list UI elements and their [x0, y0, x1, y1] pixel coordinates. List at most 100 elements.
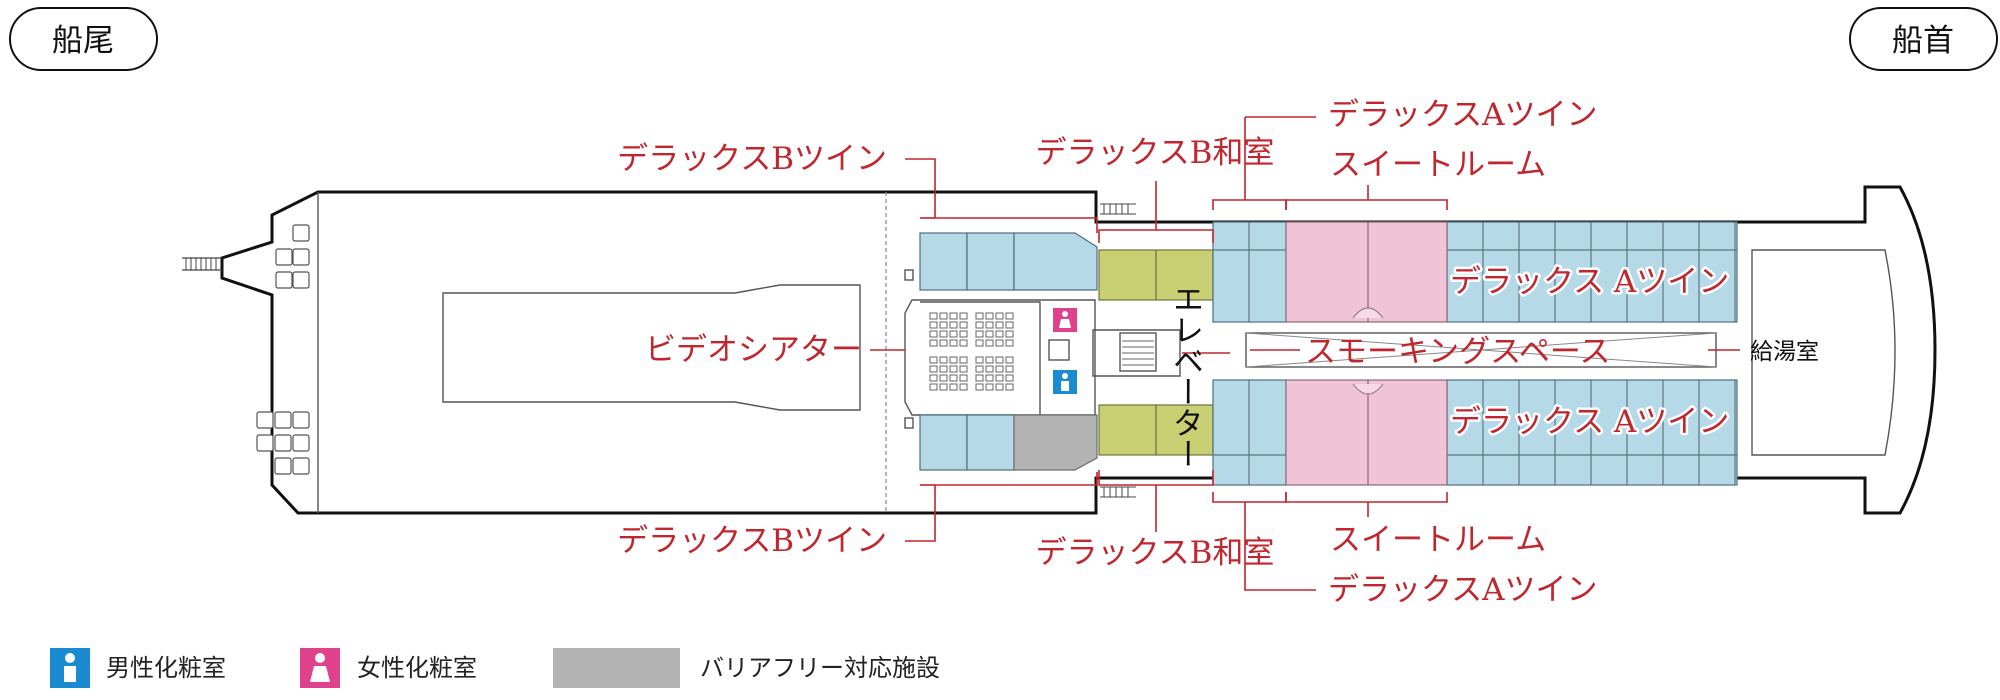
stern-deck: [317, 192, 887, 513]
theater-seat: [975, 339, 984, 347]
theater-seat: [939, 330, 948, 338]
deluxe-a-twin-inside-bottom-label: デラックス Aツイン: [1450, 404, 1729, 440]
deluxe-a-twin-bottom-label: デラックスAツイン: [1328, 572, 1597, 608]
deluxe-b-washitsu-top-label: デラックスB和室: [1036, 135, 1275, 171]
central-corridor: [904, 299, 1096, 416]
theater-seat: [939, 365, 948, 373]
theater-seat: [959, 356, 968, 364]
stairwell: [1092, 329, 1181, 377]
theater-seat: [939, 321, 948, 329]
suite-top-label: スイートルーム: [1330, 147, 1546, 183]
theater-seat: [985, 339, 994, 347]
theater-seat: [985, 356, 994, 364]
theater-seat: [995, 321, 1004, 329]
elevator-label: エレベーター: [1167, 283, 1203, 469]
theater-seat: [995, 339, 1004, 347]
leader-lines: [870, 116, 1740, 591]
deluxe-b-twin-top-rooms: [919, 232, 1098, 291]
theater-seat: [939, 339, 948, 347]
stern-label: 船尾: [52, 23, 114, 59]
bow-area: [1751, 249, 1896, 456]
theater-seat: [929, 321, 938, 329]
theater-seat: [939, 356, 948, 364]
theater-seat: [1005, 321, 1014, 329]
theater-seat: [985, 383, 994, 391]
womens-restroom-icon: [1053, 308, 1077, 332]
bow-badge: 船首: [1849, 7, 1998, 71]
theater-seat: [995, 383, 1004, 391]
bottom-gangway: [1100, 486, 1136, 498]
kyuto-room-label: 給湯室: [1750, 339, 1819, 365]
pillar: [904, 417, 914, 429]
legend-mens-icon: [50, 648, 90, 688]
mens-restroom-icon: [1053, 370, 1077, 394]
theater-seat: [939, 312, 948, 320]
theater-seat: [975, 312, 984, 320]
theater-seat: [985, 365, 994, 373]
theater-seats-top: [929, 312, 1014, 347]
deluxe-b-washitsu-bottom-label: デラックスB和室: [1036, 535, 1275, 571]
theater-seat: [975, 374, 984, 382]
legend-barrier-free-label: バリアフリー対応施設: [700, 654, 940, 682]
suite-bottom-label: スイートルーム: [1330, 522, 1546, 558]
theater-seat: [1005, 356, 1014, 364]
theater-seat: [995, 365, 1004, 373]
theater-seat: [949, 339, 958, 347]
theater-seat: [1005, 312, 1014, 320]
legend-barrier-free-swatch: [553, 648, 680, 688]
theater-seat: [929, 339, 938, 347]
theater-seat: [959, 339, 968, 347]
theater-seat: [975, 330, 984, 338]
theater-seat: [929, 356, 938, 364]
theater-seat: [975, 356, 984, 364]
legend: 男性化粧室 女性化粧室 バリアフリー対応施設: [50, 648, 940, 688]
deluxe-b-twin-top-label: デラックスBツイン: [617, 141, 887, 177]
stern-gangway: [182, 257, 222, 271]
theater-seat: [995, 374, 1004, 382]
theater-seat: [985, 312, 994, 320]
legend-womens-label: 女性化粧室: [357, 654, 477, 682]
pillar: [904, 269, 914, 281]
theater-seat: [949, 374, 958, 382]
deluxe-b-washitsu-top-rooms: [1098, 249, 1214, 301]
theater-seat: [929, 383, 938, 391]
theater-seat: [1005, 383, 1014, 391]
theater-seat: [949, 330, 958, 338]
theater-seat: [929, 312, 938, 320]
smoking-space-label: スモーキングスペース: [1305, 334, 1610, 370]
theater-seat: [929, 374, 938, 382]
theater-seat: [959, 321, 968, 329]
video-theater-label: ビデオシアター: [645, 332, 862, 368]
theater-seat: [995, 330, 1004, 338]
theater-seat: [985, 330, 994, 338]
theater-seat: [959, 365, 968, 373]
deluxe-a-twin-top-rooms: [1212, 221, 1738, 323]
suite-bottom-rooms: [1285, 379, 1448, 486]
deluxe-b-washitsu-bottom-rooms: [1098, 404, 1214, 456]
theater-seat: [949, 383, 958, 391]
theater-seat: [1005, 365, 1014, 373]
theater-seats-bottom: [929, 356, 1014, 391]
theater-seat: [929, 330, 938, 338]
theater-seat: [975, 383, 984, 391]
restroom-entry: [1048, 339, 1070, 361]
theater-seat: [959, 330, 968, 338]
theater-seat: [949, 312, 958, 320]
bow-label: 船首: [1892, 23, 1954, 59]
theater-seat: [1005, 330, 1014, 338]
suite-top-rooms: [1285, 221, 1448, 323]
theater-seat: [1005, 374, 1014, 382]
theater-seat: [995, 356, 1004, 364]
deluxe-a-twin-inside-top-label: デラックス Aツイン: [1450, 264, 1729, 300]
deluxe-b-twin-bottom-rooms: [919, 414, 1098, 471]
legend-mens-label: 男性化粧室: [106, 654, 226, 682]
theater-seat: [939, 383, 948, 391]
deluxe-a-twin-top-label: デラックスAツイン: [1328, 97, 1597, 133]
theater-seat: [959, 312, 968, 320]
theater-seat: [985, 321, 994, 329]
theater-seat: [985, 374, 994, 382]
theater-seat: [959, 374, 968, 382]
stern-lockers-bottom: [256, 411, 310, 475]
theater-seat: [975, 365, 984, 373]
legend-womens-icon: [300, 648, 340, 688]
